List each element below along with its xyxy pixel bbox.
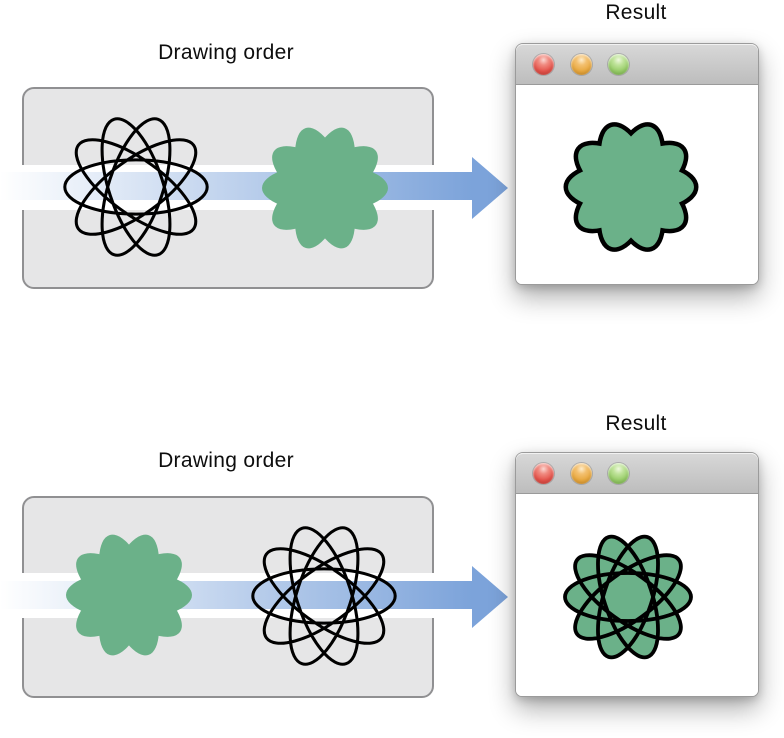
arrow-shaft — [0, 172, 472, 200]
close-button-icon — [533, 54, 554, 75]
window-titlebar — [516, 44, 758, 85]
arrow-head — [472, 566, 508, 628]
line-art-flower-icon-2 — [251, 526, 397, 666]
drawing-order-label-2: Drawing order — [158, 449, 294, 472]
drawing-order-label-1: Drawing order — [158, 41, 294, 64]
zoom-button-icon — [608, 54, 629, 75]
close-button-icon — [533, 463, 554, 484]
minimize-button-icon — [571, 463, 592, 484]
arrow-right-icon-1 — [0, 157, 508, 219]
result-flower-overdrawn-icon — [563, 534, 693, 660]
green-flower-icon-2 — [66, 534, 192, 656]
result-flower-outlined-icon — [551, 107, 711, 267]
result-window-2 — [515, 452, 759, 697]
minimize-button-icon — [571, 54, 592, 75]
line-art-flower-icon-1 — [63, 117, 209, 257]
result-label-2: Result — [605, 412, 667, 435]
zoom-button-icon — [608, 463, 629, 484]
arrow-head — [472, 157, 508, 219]
window-titlebar — [516, 453, 758, 494]
green-flower-icon-1 — [262, 127, 388, 249]
result-label-1: Result — [605, 1, 667, 24]
